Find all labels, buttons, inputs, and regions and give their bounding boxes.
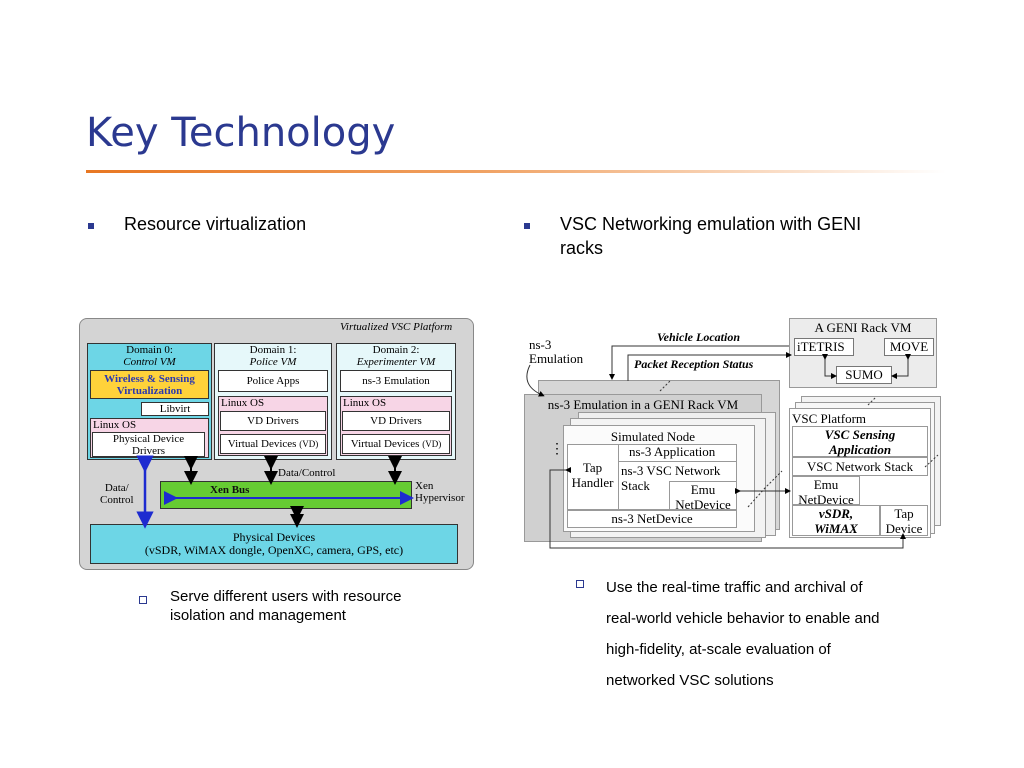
geni-rack-vm-label: A GENI Rack VM xyxy=(814,320,912,335)
ns3-emulation-box: ns-3 Emulation xyxy=(340,370,452,392)
bullet-vsc-networking-line1: VSC Networking emulation with GENI xyxy=(560,214,862,234)
left-diagram-arrows xyxy=(136,455,414,529)
wireless-sensing-virtualization-box: Wireless & Sensing Virtualization xyxy=(90,370,209,399)
data-control-label-top: Data/Control xyxy=(278,467,336,479)
vd-drivers-box-domain-1: VD Drivers xyxy=(220,411,326,431)
packet-reception-status-label: Packet Reception Status xyxy=(634,357,754,371)
vd-drivers-box-domain-2: VD Drivers xyxy=(342,411,450,431)
physical-device-drivers-box: Physical Device Drivers xyxy=(92,432,205,457)
police-apps-box: Police Apps xyxy=(218,370,328,392)
xen-hypervisor-label: Xen Hypervisor xyxy=(415,480,465,504)
sub-bullet-real-time-traffic: Use the real-time traffic and archival o… xyxy=(606,579,880,689)
ellipsis-marker: ⋮ xyxy=(550,440,564,456)
vsc-platform-label: VSC Platform xyxy=(792,411,867,426)
platform-label: Virtualized VSC Platform xyxy=(340,321,453,333)
sub-bullet-marker xyxy=(139,596,147,604)
libvirt-box: Libvirt xyxy=(141,402,209,416)
sub-bullet-marker xyxy=(576,580,584,588)
right-diagram-arrows xyxy=(526,345,939,549)
ns3-emulation-geni-rack-label: ns-3 Emulation in a GENI Rack VM xyxy=(547,397,739,412)
ns3-application-box: ns-3 Application xyxy=(618,444,737,462)
ns3-emulation-label: ns-3 Emulation xyxy=(529,337,584,366)
page-title: Key Technology xyxy=(86,110,396,156)
virtual-devices-box-domain-2: Virtual Devices (VD) xyxy=(342,434,450,454)
vehicle-location-label: Vehicle Location xyxy=(657,330,740,344)
data-control-label-left: Data/ Control xyxy=(100,482,134,506)
virtual-devices-box-domain-1: Virtual Devices (VD) xyxy=(220,434,326,454)
title-underline xyxy=(86,170,946,173)
itetris-box: iTETRIS xyxy=(794,338,854,356)
sub-bullet-resource-isolation: Serve different users with resource isol… xyxy=(170,588,402,624)
simulated-node-label: Simulated Node xyxy=(610,429,696,444)
domain-0-title: Domain 0: Control VM xyxy=(123,344,176,368)
domain-1-title: Domain 1: Police VM xyxy=(249,344,297,368)
bullet-vsc-networking-line2: racks xyxy=(560,238,604,258)
bullet-resource-virtualization: Resource virtualization xyxy=(124,214,307,234)
physical-devices-box: Physical Devices (vSDR, WiMAX dongle, Op… xyxy=(90,524,458,564)
vsc-sensing-application-box: VSC Sensing Application xyxy=(792,426,928,457)
domain-2-title: Domain 2: Experimenter VM xyxy=(356,344,436,368)
bullet-marker xyxy=(88,223,94,229)
bullet-marker xyxy=(524,223,530,229)
